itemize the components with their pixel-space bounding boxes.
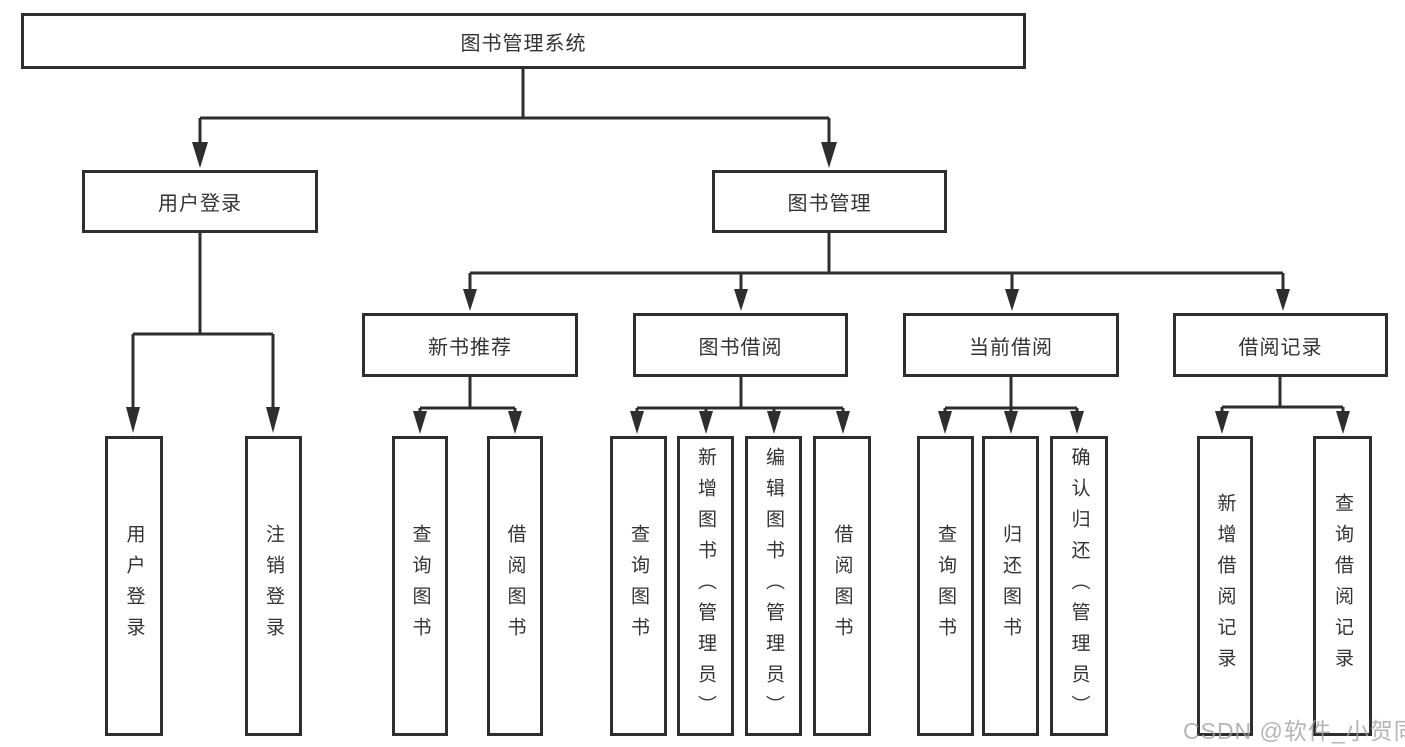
node-book-management-label: 图书管理	[787, 193, 872, 215]
arrow-down-icon	[734, 289, 748, 311]
edge-root-to-level2	[198, 69, 831, 144]
arrow-down-icon	[1005, 289, 1019, 311]
leaf-borrow-add-books-admin-label: 新增图书（管理员）	[695, 446, 716, 726]
leaf-user-login: 用户登录	[105, 436, 163, 736]
arrow-down-icon	[836, 411, 850, 434]
arrow-down-icon	[126, 407, 140, 433]
csdn-watermark: CSDN @软件_小贺同学	[1183, 718, 1405, 744]
arrow-down-icon	[630, 411, 644, 434]
leaf-borrow-edit-books-admin-label: 编辑图书（管理员）	[763, 446, 784, 726]
leaf-borrow-edit-books-admin: 编辑图书（管理员）	[745, 436, 802, 736]
leaf-newbooks-query-books-label: 查询图书	[409, 524, 431, 648]
leaf-current-return-books-label: 归还图书	[1000, 524, 1021, 648]
leaf-newbooks-borrow-books-label: 借阅图书	[504, 524, 526, 648]
leaf-records-add-record: 新增借阅记录	[1197, 436, 1253, 736]
node-new-book-recommend-label: 新书推荐	[428, 336, 512, 359]
leaf-newbooks-borrow-books: 借阅图书	[487, 436, 543, 736]
arrow-down-icon	[413, 411, 427, 434]
leaf-current-return-books: 归还图书	[982, 436, 1039, 736]
node-current-borrow: 当前借阅	[903, 313, 1119, 377]
leaf-borrow-query-books: 查询图书	[610, 436, 667, 736]
arrow-down-icon	[699, 411, 713, 434]
node-current-borrow-label: 当前借阅	[969, 336, 1053, 359]
arrow-down-icon	[821, 142, 837, 168]
arrow-down-icon	[767, 411, 781, 434]
node-root: 图书管理系统	[21, 13, 1026, 69]
arrow-down-icon	[508, 411, 522, 434]
arrow-down-icon	[192, 142, 208, 168]
arrow-down-icon	[1276, 289, 1290, 311]
arrow-down-icon	[1215, 411, 1229, 434]
arrow-down-icon	[463, 289, 477, 311]
node-user-login-label: 用户登录	[158, 193, 242, 215]
leaf-current-confirm-return-admin-label: 确认归还（管理员）	[1068, 446, 1090, 726]
node-book-borrow: 图书借阅	[633, 313, 848, 377]
leaf-borrow-borrow-books: 借阅图书	[813, 436, 871, 736]
leaf-borrow-borrow-books-label: 借阅图书	[831, 524, 853, 648]
leaf-records-query-record: 查询借阅记录	[1313, 436, 1372, 736]
arrow-down-icon	[1336, 411, 1350, 434]
edge-current-borrow-to-leaves	[943, 377, 1079, 413]
leaf-logout: 注销登录	[245, 436, 302, 736]
node-borrow-records: 借阅记录	[1173, 313, 1388, 377]
node-new-book-recommend: 新书推荐	[362, 313, 578, 377]
arrow-down-icon	[938, 411, 952, 434]
edge-new-books-to-leaves	[418, 377, 517, 413]
node-borrow-records-label: 借阅记录	[1238, 336, 1323, 359]
arrow-down-icon	[1070, 411, 1084, 434]
node-root-label: 图书管理系统	[460, 32, 587, 55]
leaf-user-login-label: 用户登录	[123, 524, 145, 648]
edge-book-borrow-to-leaves	[635, 377, 845, 413]
arrow-down-icon	[1004, 411, 1018, 434]
leaf-current-confirm-return-admin: 确认归还（管理员）	[1050, 436, 1108, 736]
leaf-current-query-books-label: 查询图书	[935, 524, 956, 648]
leaf-records-query-record-label: 查询借阅记录	[1332, 493, 1353, 679]
leaf-logout-label: 注销登录	[263, 524, 284, 648]
edge-borrow-records-to-leaves	[1220, 377, 1345, 413]
leaf-borrow-query-books-label: 查询图书	[628, 524, 649, 648]
node-book-borrow-label: 图书借阅	[698, 336, 783, 359]
edge-user-login-to-leaves	[131, 233, 275, 409]
leaf-borrow-add-books-admin: 新增图书（管理员）	[677, 436, 734, 736]
node-book-management: 图书管理	[712, 170, 947, 233]
arrow-down-icon	[266, 407, 280, 433]
leaf-current-query-books: 查询图书	[917, 436, 974, 736]
leaf-newbooks-query-books: 查询图书	[392, 436, 448, 736]
node-user-login: 用户登录	[82, 170, 318, 233]
edge-book-mgmt-to-level3	[468, 233, 1285, 291]
leaf-records-add-record-label: 新增借阅记录	[1214, 493, 1236, 679]
